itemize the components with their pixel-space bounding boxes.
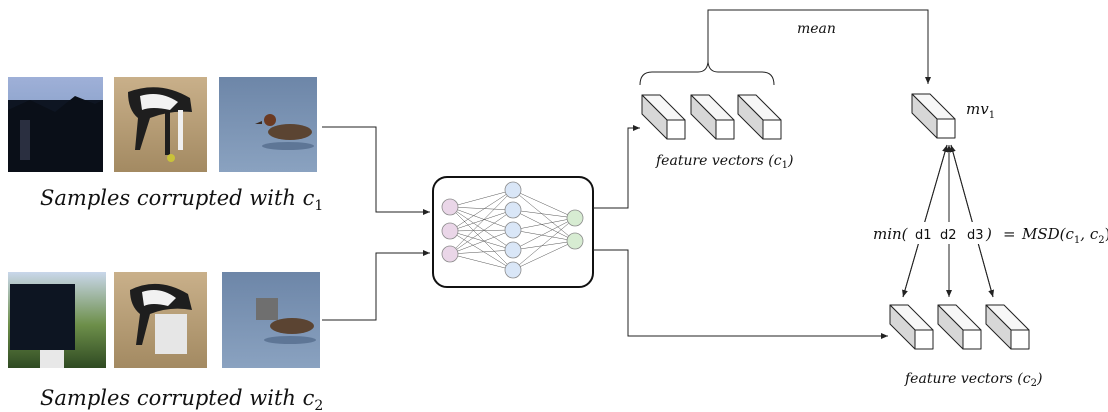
msd-formula: min( d1 d2 d3 ) = MSD(c1, c2)	[873, 225, 1108, 246]
output-arrow-c1	[593, 125, 640, 209]
nn-edge	[449, 209, 514, 232]
nn-hidden-node	[504, 201, 522, 219]
mean-label: mean	[797, 21, 836, 37]
caption-c2: Samples corrupted with c2	[40, 386, 323, 412]
mv1-label: mv1	[966, 100, 995, 121]
equals-sign: =	[1003, 225, 1016, 243]
sample-image-1-c1	[8, 77, 103, 172]
nn-edge	[449, 189, 514, 232]
nn-edge	[512, 240, 576, 251]
nn-edge	[449, 229, 514, 255]
nn-edge	[449, 253, 514, 271]
nn-edge	[512, 209, 576, 242]
sample-image-3-c2	[222, 272, 320, 368]
feature-vectors-c2	[889, 304, 1030, 350]
nn-edge	[449, 209, 514, 255]
sample-image-1-c2	[8, 272, 106, 368]
distance-arrow-d3-down	[950, 144, 995, 298]
nn-output-node	[566, 209, 584, 227]
neural-network	[432, 176, 594, 288]
feature-vector-cube	[690, 94, 735, 140]
nn-input-node	[441, 222, 459, 240]
nn-edge	[449, 206, 514, 231]
input-arrow-c1	[322, 126, 430, 215]
nn-hidden-node	[504, 221, 522, 239]
nn-input-node	[441, 245, 459, 263]
nn-edge	[449, 189, 514, 255]
feature-vector-cube	[641, 94, 686, 140]
nn-edge	[449, 189, 514, 208]
sample-image-2-c2	[114, 272, 207, 368]
feature-vectors-c1	[641, 94, 782, 140]
nn-hidden-node	[504, 241, 522, 259]
nn-edge	[512, 229, 576, 242]
distance-arrow-d1-down	[902, 144, 948, 298]
nn-edge	[512, 217, 576, 271]
mean-arrow	[707, 9, 931, 84]
sample-image-3-c1	[219, 77, 317, 172]
d1-label: d1	[915, 228, 932, 243]
d3-label: d3	[967, 228, 984, 243]
min-close-paren: )	[985, 225, 992, 243]
feature-vector-cube	[937, 304, 982, 350]
d2-label: d2	[940, 228, 957, 243]
nn-edge	[449, 206, 514, 251]
feature-vector-cube	[985, 304, 1030, 350]
nn-edge	[449, 230, 514, 271]
msd-label: MSD(c1, c2)	[1021, 225, 1108, 246]
feature-vectors-c1-label: feature vectors (c1)	[655, 153, 793, 171]
nn-edge	[512, 217, 576, 231]
input-arrow-c2	[322, 250, 430, 321]
nn-edge	[449, 230, 514, 251]
min-label: min(	[873, 225, 909, 243]
feature-vector-cube	[911, 93, 956, 139]
nn-hidden-node	[504, 181, 522, 199]
nn-edge	[449, 206, 514, 271]
nn-edge	[449, 249, 514, 255]
mean-vector-mv1	[911, 93, 956, 139]
caption-c1: Samples corrupted with c1	[40, 186, 323, 214]
nn-input-node	[441, 198, 459, 216]
nn-edge	[512, 189, 576, 242]
formula-backdrop	[870, 222, 1105, 244]
mean-brace	[639, 61, 775, 86]
nn-edge	[512, 217, 576, 251]
feature-vector-cube	[737, 94, 782, 140]
nn-edge	[512, 189, 576, 219]
output-arrow-c2	[593, 249, 888, 339]
nn-edge	[449, 206, 514, 211]
nn-hidden-node	[504, 261, 522, 279]
nn-edge	[449, 229, 514, 232]
nn-output-node	[566, 232, 584, 250]
feature-vectors-c2-label: feature vectors (c2)	[904, 371, 1042, 389]
feature-vector-cube	[889, 304, 934, 350]
nn-edge	[512, 240, 576, 271]
nn-edge	[512, 209, 576, 219]
sample-image-2-c1	[114, 77, 207, 172]
